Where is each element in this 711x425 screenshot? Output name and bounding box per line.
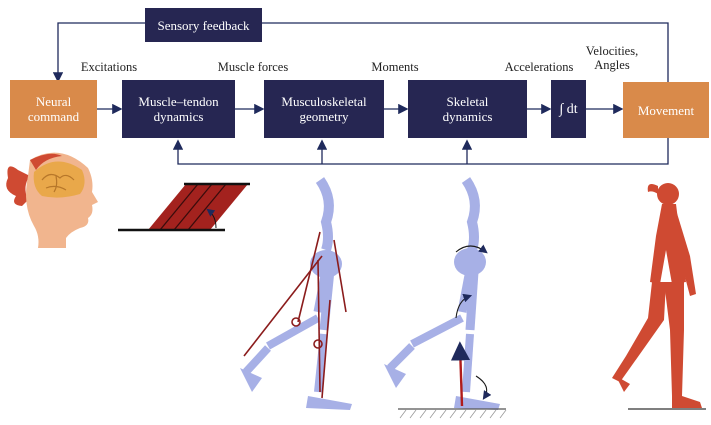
integrator-box: ∫ dt xyxy=(551,80,586,138)
sensory-feedback-box: Sensory feedback xyxy=(145,8,262,42)
integrator-label: ∫ dt xyxy=(559,101,578,117)
muscle-tendon-line2: dynamics xyxy=(153,109,204,124)
velocities-line: Velocities, xyxy=(585,44,639,58)
excitations-label: Excitations xyxy=(80,60,138,74)
muscle-tendon-line1: Muscle–tendon xyxy=(138,94,219,109)
moments-label: Moments xyxy=(371,60,419,74)
neural-command-box: Neural command xyxy=(10,80,97,138)
musculoskeletal-line2: geometry xyxy=(299,109,349,124)
muscle-fiber-pennation-illustration xyxy=(118,182,250,232)
leg-with-joint-moments-illustration xyxy=(384,177,500,410)
skeletal-line2: dynamics xyxy=(442,109,493,124)
skeletal-dynamics-box: Skeletal dynamics xyxy=(408,80,527,138)
angles-line: Angles xyxy=(594,58,630,72)
muscle-tendon-dynamics-box: Muscle–tendon dynamics xyxy=(122,80,235,138)
ground-hatch xyxy=(398,408,507,419)
muscle-forces-label: Muscle forces xyxy=(217,60,289,74)
sensory-feedback-arrow xyxy=(52,22,145,83)
leg-with-muscle-paths-illustration xyxy=(240,177,352,410)
neural-command-line1: Neural xyxy=(35,94,72,109)
walking-woman-silhouette xyxy=(612,183,702,408)
velocities-angles-label: Velocities, Angles xyxy=(576,44,648,72)
sensory-feedback-label: Sensory feedback xyxy=(157,17,250,33)
neural-command-line2: command xyxy=(27,109,80,124)
movement-label: Movement xyxy=(637,102,695,118)
joint-moment-arrows xyxy=(455,244,492,400)
sensory-feedback-line xyxy=(262,22,669,82)
accelerations-label: Accelerations xyxy=(504,60,574,74)
musculoskeletal-line1: Musculoskeletal xyxy=(281,94,367,109)
state-feedback-line xyxy=(172,138,669,165)
head-with-brain-illustration xyxy=(6,152,98,248)
musculoskeletal-geometry-box: Musculoskeletal geometry xyxy=(264,80,384,138)
movement-box: Movement xyxy=(623,82,709,138)
ground-reaction-force-arrow xyxy=(450,341,471,407)
skeletal-line1: Skeletal xyxy=(446,94,489,109)
muscle-path-lines xyxy=(243,231,347,399)
